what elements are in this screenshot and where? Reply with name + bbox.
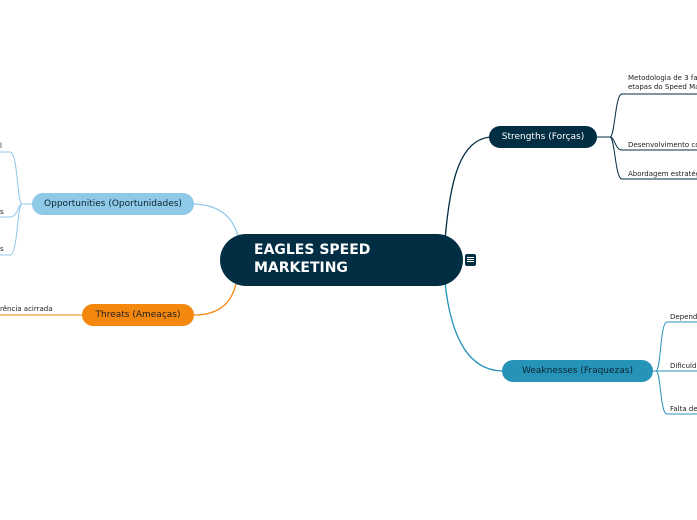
branch-strengths[interactable]: Strengths (Forças) (489, 126, 597, 148)
branch-threats[interactable]: Threats (Ameaças) (82, 304, 194, 326)
strength-leaf-1-line2[interactable]: etapas do Speed Ma (628, 83, 697, 91)
strength-leaf-1-line1[interactable]: Metodologia de 3 fa (628, 74, 697, 82)
opportunity-leaf-1[interactable]: l (0, 142, 2, 150)
connector-threats (193, 283, 237, 316)
weakness-leaf-2[interactable]: Dificuld (670, 362, 697, 370)
central-topic-line1: EAGLES SPEED (254, 242, 371, 258)
strength-leaf-3[interactable]: Abordagem estratég (628, 170, 697, 178)
opportunity-leaf-3[interactable]: s (0, 245, 4, 253)
notes-icon[interactable] (465, 254, 476, 266)
branch-weaknesses[interactable]: Weaknesses (Fraquezas) (502, 360, 653, 382)
central-topic-line2: MARKETING (254, 260, 348, 276)
central-topic[interactable]: EAGLES SPEED MARKETING (220, 234, 463, 286)
connector-strengths (444, 136, 491, 241)
branch-opportunities[interactable]: Opportunities (Oportunidades) (32, 193, 194, 215)
connector-opportunities (193, 203, 239, 237)
strength-leaf-2[interactable]: Desenvolvimento co (628, 141, 697, 149)
connector-strength-3 (609, 136, 697, 180)
weakness-leaf-3[interactable]: Falta de (670, 405, 697, 413)
weakness-leaf-1[interactable]: Depende (670, 313, 697, 321)
connector-weaknesses (444, 281, 503, 372)
connector-weakness-3 (655, 370, 697, 415)
connector-strength-1 (597, 93, 697, 138)
connector-opportunity-3 (0, 203, 23, 256)
opportunity-leaf-2[interactable]: s (0, 208, 4, 216)
connector-opportunity-1 (0, 151, 32, 205)
threat-leaf-1[interactable]: rência acirrada (0, 305, 53, 313)
